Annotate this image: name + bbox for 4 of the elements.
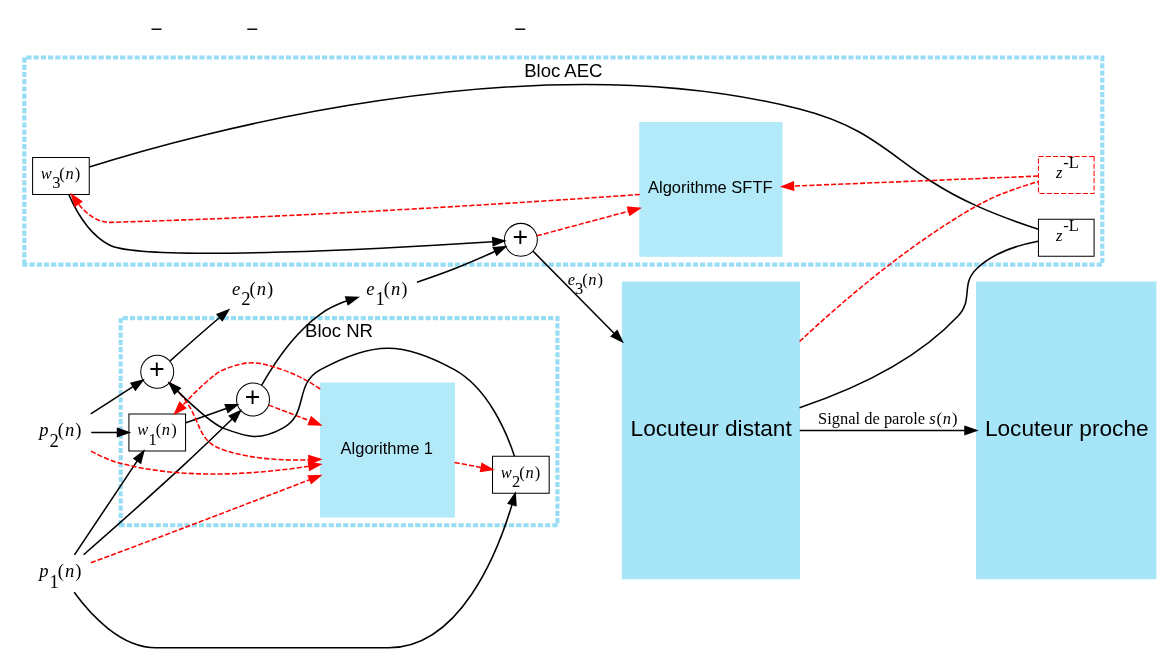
label: − [514,16,527,40]
edge-label: Signal de parole s(n) [818,409,958,429]
label: − [150,16,163,40]
label: − [246,16,259,40]
